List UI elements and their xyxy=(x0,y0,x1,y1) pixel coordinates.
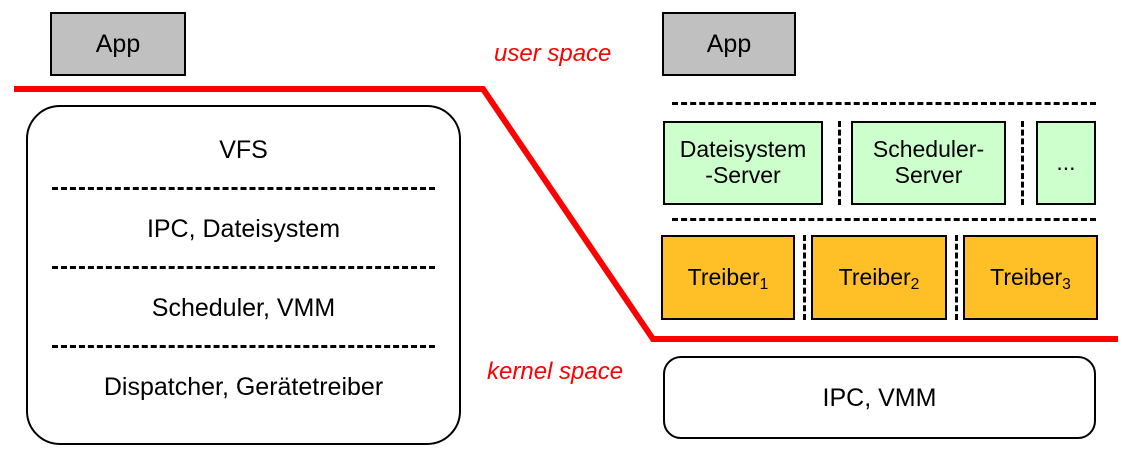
server-band-top-divider xyxy=(672,102,1096,105)
server-label-line1: ... xyxy=(1056,149,1076,176)
server-label-line1: Dateisystem xyxy=(679,136,807,163)
server-box-more: ... xyxy=(1036,121,1096,205)
driver-label-2: Treiber2 xyxy=(838,263,920,293)
server-divider-2 xyxy=(1021,121,1024,205)
monolith-divider-2 xyxy=(52,266,435,269)
server-box-scheduler: Scheduler- Server xyxy=(851,121,1006,205)
driver-box-1: Treiber1 xyxy=(661,235,795,320)
server-divider-1 xyxy=(838,121,841,205)
monolith-divider-3 xyxy=(52,345,435,348)
user-space-label: user space xyxy=(494,40,612,67)
driver-label-3: Treiber3 xyxy=(990,263,1071,293)
monolith-layer-ipc-fs: IPC, Dateisystem xyxy=(28,208,459,250)
driver-divider-1 xyxy=(803,235,806,320)
driver-label-1: Treiber1 xyxy=(687,263,769,293)
microkernel-label: IPC, VMM xyxy=(822,383,937,412)
monolith-layer-label: Dispatcher, Gerätetreiber xyxy=(103,372,384,401)
monolith-layer-dispatcher-drivers: Dispatcher, Gerätetreiber xyxy=(28,366,459,408)
microkernel-box: IPC, VMM xyxy=(663,356,1096,439)
monolith-layer-label: VFS xyxy=(219,135,268,164)
server-label-line2: -Server xyxy=(705,162,781,188)
left-app-box: App xyxy=(50,12,186,76)
monolithic-kernel-panel: VFS IPC, Dateisystem Scheduler, VMM Disp… xyxy=(26,105,461,445)
left-app-label: App xyxy=(95,30,141,58)
right-app-box: App xyxy=(662,12,796,76)
driver-box-2: Treiber2 xyxy=(811,235,947,320)
server-label-line1: Scheduler- xyxy=(872,136,985,163)
server-band-bottom-divider xyxy=(672,218,1096,221)
monolith-layer-label: Scheduler, VMM xyxy=(151,293,336,322)
driver-divider-2 xyxy=(955,235,958,320)
monolith-layer-label: IPC, Dateisystem xyxy=(146,214,341,243)
monolith-divider-1 xyxy=(52,187,435,190)
monolith-layer-scheduler-vmm: Scheduler, VMM xyxy=(28,287,459,329)
right-app-label: App xyxy=(706,30,752,58)
server-label-line2: Server xyxy=(894,162,963,188)
server-box-dateisystem: Dateisystem -Server xyxy=(663,121,823,205)
kernel-space-label: kernel space xyxy=(487,358,624,385)
monolith-layer-vfs: VFS xyxy=(28,129,459,171)
driver-box-3: Treiber3 xyxy=(963,235,1098,320)
